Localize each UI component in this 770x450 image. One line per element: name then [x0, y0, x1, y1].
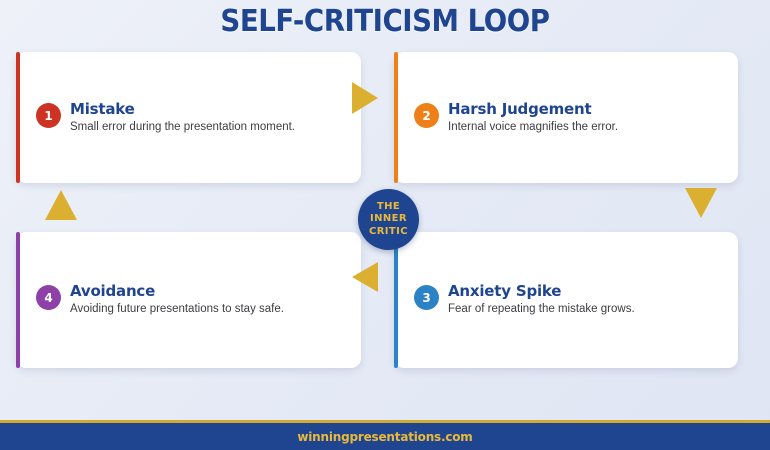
- arrow-left-icon: [352, 262, 378, 292]
- step-badge-4: 4: [36, 285, 61, 310]
- hub-line-1: THE: [376, 200, 401, 212]
- arrow-down-icon: [685, 188, 717, 218]
- arrow-up-icon: [45, 190, 77, 220]
- card-anxiety-spike[interactable]: 3 Anxiety Spike Fear of repeating the mi…: [394, 232, 738, 368]
- card-accent-bar-harsh-judgement: [394, 52, 398, 183]
- card-harsh-judgement[interactable]: 2 Harsh Judgement Internal voice magnifi…: [394, 52, 738, 183]
- card-description-anxiety-spike: Fear of repeating the mistake grows.: [448, 303, 635, 316]
- card-content: 4 Avoidance Avoiding future presentation…: [36, 282, 347, 317]
- card-text-block: Avoidance Avoiding future presentations …: [70, 282, 284, 317]
- card-accent-bar-avoidance: [16, 232, 20, 368]
- card-accent-bar-anxiety-spike: [394, 232, 398, 368]
- card-description-avoidance: Avoiding future presentations to stay sa…: [70, 303, 284, 316]
- card-content: 1 Mistake Small error during the present…: [36, 100, 347, 135]
- page-title: SELF-CRITICISM LOOP: [220, 4, 550, 39]
- card-accent-bar-mistake: [16, 52, 20, 183]
- card-text-block: Harsh Judgement Internal voice magnifies…: [448, 100, 619, 135]
- card-heading-anxiety-spike: Anxiety Spike: [448, 282, 562, 300]
- center-hub-inner-critic: THE INNER CRITIC: [358, 189, 419, 250]
- arrow-right-icon: [352, 82, 378, 114]
- card-description-mistake: Small error during the presentation mome…: [70, 121, 295, 134]
- card-avoidance[interactable]: 4 Avoidance Avoiding future presentation…: [16, 232, 361, 368]
- card-text-block: Anxiety Spike Fear of repeating the mist…: [448, 282, 635, 317]
- hub-line-3: CRITIC: [368, 225, 409, 237]
- step-badge-2: 2: [414, 103, 439, 128]
- card-heading-mistake: Mistake: [70, 100, 135, 118]
- card-heading-avoidance: Avoidance: [70, 282, 156, 300]
- step-badge-1: 1: [36, 103, 61, 128]
- card-content: 2 Harsh Judgement Internal voice magnifi…: [414, 100, 724, 135]
- footer-website-label: winningpresentations.com: [297, 429, 473, 444]
- card-content: 3 Anxiety Spike Fear of repeating the mi…: [414, 282, 724, 317]
- footer-bar: winningpresentations.com: [0, 420, 770, 450]
- card-heading-harsh-judgement: Harsh Judgement: [448, 100, 592, 118]
- hub-line-2: INNER: [370, 213, 407, 225]
- card-description-harsh-judgement: Internal voice magnifies the error.: [448, 121, 619, 134]
- card-text-block: Mistake Small error during the presentat…: [70, 100, 295, 135]
- card-mistake[interactable]: 1 Mistake Small error during the present…: [16, 52, 361, 183]
- step-badge-3: 3: [414, 285, 439, 310]
